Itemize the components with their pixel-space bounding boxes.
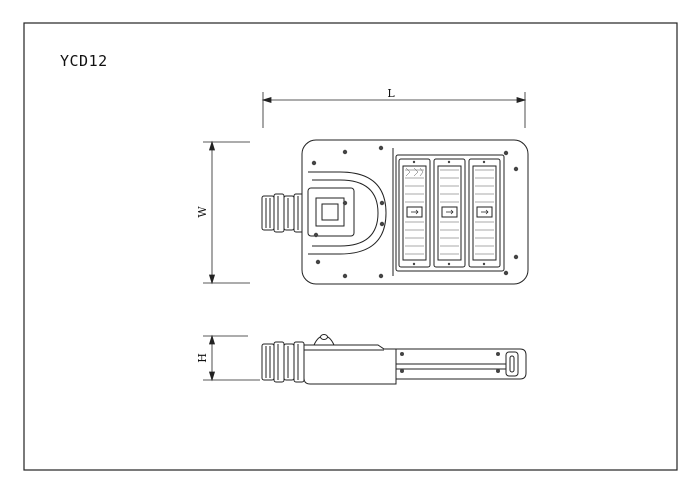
led-module-2 (433, 158, 466, 268)
arm-arch (308, 171, 387, 255)
led-module-1 (398, 158, 431, 268)
model-label: YCD12 (60, 52, 108, 70)
height-label: H (196, 353, 209, 363)
length-label: L (387, 87, 395, 100)
side-top-knob (313, 334, 335, 346)
length-dimension (261, 92, 527, 128)
width-label: W (196, 206, 209, 218)
side-view (261, 334, 527, 385)
led-module-3 (468, 158, 501, 268)
sheet-border (23, 22, 678, 471)
side-connector-sleeve (261, 341, 305, 383)
height-dimension (203, 334, 260, 382)
led-frame (395, 154, 505, 272)
side-screws (400, 352, 500, 373)
width-dimension (203, 140, 250, 285)
housing-screws (311, 145, 519, 279)
top-view (261, 139, 529, 285)
